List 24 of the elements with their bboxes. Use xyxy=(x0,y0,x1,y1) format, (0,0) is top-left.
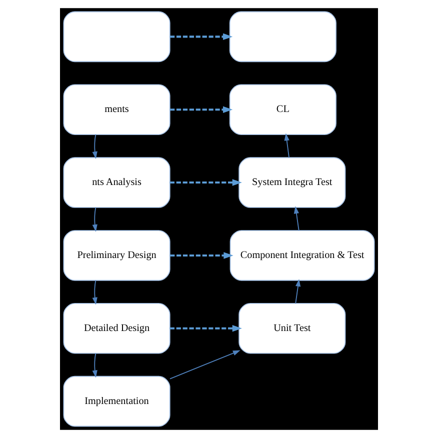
node-box: CL xyxy=(229,84,336,135)
node-box: System Integra Test xyxy=(238,157,346,208)
arrow xyxy=(170,252,234,259)
node-box: Preliminary Design xyxy=(63,230,170,281)
arrow xyxy=(294,206,300,231)
node-box xyxy=(229,11,336,62)
node-box xyxy=(63,11,170,62)
arrow xyxy=(92,280,98,305)
arrow xyxy=(170,179,242,186)
node-box: nts Analysis xyxy=(63,157,170,208)
arrow xyxy=(295,279,301,304)
node-box: Unit Test xyxy=(238,303,346,354)
arrow xyxy=(284,133,290,158)
node-box: Implementation xyxy=(63,376,170,427)
arrow xyxy=(170,350,240,380)
arrow xyxy=(92,352,98,378)
arrow xyxy=(170,325,242,332)
arrow xyxy=(92,134,98,159)
arrow xyxy=(92,207,98,232)
node-box: ments xyxy=(63,84,170,135)
arrow xyxy=(170,33,233,40)
node-box: Component Integration & Test xyxy=(230,230,375,281)
node-box: Detailed Design xyxy=(63,303,170,354)
arrow xyxy=(170,106,233,113)
